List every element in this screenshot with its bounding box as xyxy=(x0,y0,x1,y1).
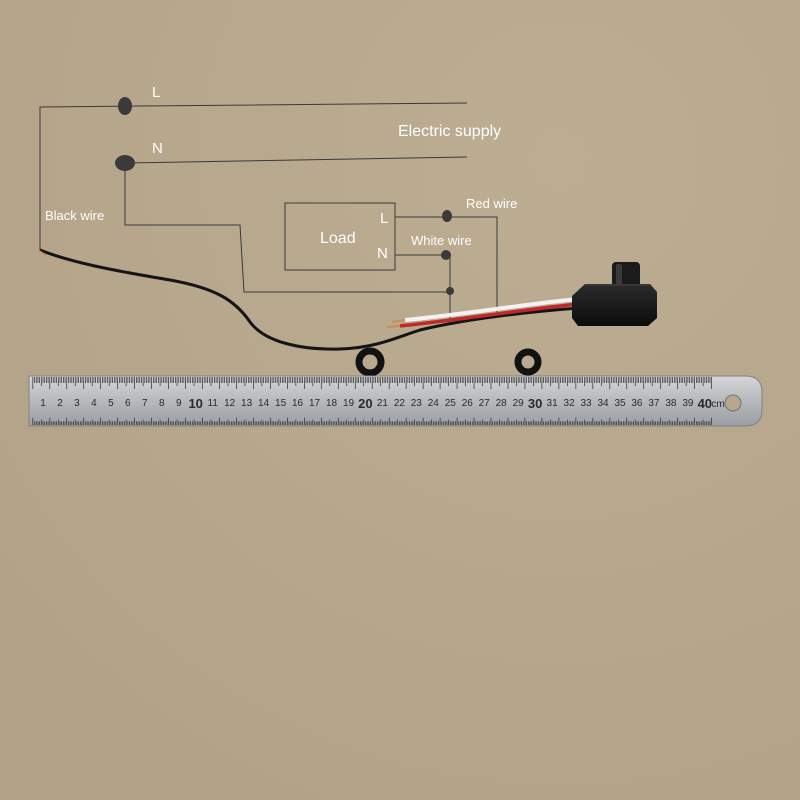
ruler-number: 26 xyxy=(462,398,474,409)
ruler-number: 21 xyxy=(377,398,389,409)
ruler-number: 19 xyxy=(343,398,355,409)
ruler-ticks xyxy=(32,377,712,389)
ruler-number: 35 xyxy=(614,398,626,409)
ruler-number: 20 xyxy=(358,396,372,411)
electric-supply-label: Electric supply xyxy=(398,123,501,140)
rubber-ring-left xyxy=(355,347,385,377)
ruler-number: 17 xyxy=(309,398,321,409)
red-wire-copper-tip xyxy=(385,325,401,328)
ruler-number: 12 xyxy=(224,398,236,409)
supply-n-terminal-dot xyxy=(115,155,135,171)
wiring-diagram xyxy=(39,97,498,322)
ruler-number: 9 xyxy=(176,398,182,409)
ruler-unit-label: cm xyxy=(711,399,724,410)
white-wire xyxy=(404,297,579,322)
supply-l-line xyxy=(39,102,468,250)
supply-n-line xyxy=(124,156,468,164)
cable-assembly xyxy=(37,248,579,351)
ruler-hang-hole xyxy=(724,394,742,412)
load-label: Load xyxy=(320,230,356,247)
ruler-number: 27 xyxy=(479,398,491,409)
load-n-junction-dot xyxy=(441,250,451,260)
ruler-number: 16 xyxy=(292,398,304,409)
ruler-number: 39 xyxy=(682,398,694,409)
ruler-number: 10 xyxy=(188,396,202,411)
load-l-junction-dot xyxy=(442,210,452,222)
ruler-number: 40 xyxy=(698,396,712,411)
white-wire-label: White wire xyxy=(411,233,472,248)
ruler-number: 22 xyxy=(394,398,406,409)
ruler-number: 11 xyxy=(208,398,219,409)
supply-l-label: L xyxy=(152,84,160,101)
ruler-number: 31 xyxy=(547,398,559,409)
black-wire-label: Black wire xyxy=(45,208,104,223)
ruler-number: 34 xyxy=(597,398,609,409)
ruler-number: 29 xyxy=(513,398,525,409)
neutral-route-line xyxy=(124,163,450,293)
ruler-ticks-bottom xyxy=(32,417,712,425)
load-l-line xyxy=(395,216,498,312)
ruler-number: 2 xyxy=(57,398,63,409)
ruler-number: 37 xyxy=(648,398,660,409)
ruler-number: 32 xyxy=(564,398,576,409)
ruler-number: 13 xyxy=(241,398,253,409)
black-wire xyxy=(39,248,579,351)
ruler-number: 5 xyxy=(108,398,114,409)
ruler-number: 18 xyxy=(326,398,338,409)
ruler-number: 8 xyxy=(159,398,165,409)
ruler-number: 3 xyxy=(74,398,80,409)
ruler-number: 33 xyxy=(580,398,592,409)
ruler-number: 23 xyxy=(411,398,423,409)
ruler-number: 30 xyxy=(528,396,542,411)
ruler-body xyxy=(28,375,763,427)
ruler-number: 6 xyxy=(125,398,131,409)
ruler-number: 7 xyxy=(142,398,148,409)
ruler-number: 24 xyxy=(428,398,440,409)
ruler-number: 28 xyxy=(496,398,508,409)
ruler-number: 36 xyxy=(631,398,643,409)
black-wire-copper-tip xyxy=(37,249,47,256)
red-wire xyxy=(399,302,579,328)
ruler-number: 1 xyxy=(40,398,46,409)
rubber-rings xyxy=(355,347,542,377)
ruler-number: 4 xyxy=(91,398,97,409)
rubber-ring-right xyxy=(514,348,542,376)
ruler-number: 15 xyxy=(275,398,287,409)
red-wire-label: Red wire xyxy=(466,196,517,211)
switch-knob-highlight xyxy=(616,264,622,290)
supply-n-label: N xyxy=(152,140,163,157)
neutral-junction-dot xyxy=(446,287,454,295)
supply-l-terminal-dot xyxy=(118,97,132,115)
switch-body xyxy=(572,284,657,326)
switch-device xyxy=(572,262,657,326)
load-box xyxy=(284,202,396,271)
ruler-number: 14 xyxy=(258,398,270,409)
ruler-number: 25 xyxy=(445,398,457,409)
white-wire-copper-tip xyxy=(391,319,406,323)
ruler-number: 38 xyxy=(665,398,677,409)
load-l-label: L xyxy=(380,210,388,227)
load-n-label: N xyxy=(377,245,388,262)
